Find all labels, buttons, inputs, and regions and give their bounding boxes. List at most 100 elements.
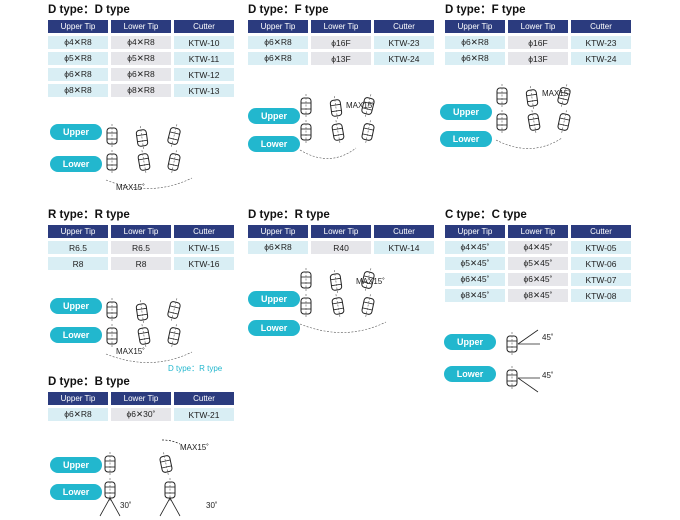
lower-label: Lower bbox=[50, 484, 102, 500]
column-header: Cutter bbox=[374, 225, 434, 238]
lower-tip-icon bbox=[137, 150, 151, 174]
cutter-cell: KTW-06 bbox=[571, 257, 631, 270]
lower-label: Lower bbox=[248, 136, 300, 152]
lower-label: Lower bbox=[440, 131, 492, 147]
column-header: Cutter bbox=[374, 20, 434, 33]
lower-tip-cell: ϕ8✕R8 bbox=[111, 84, 171, 97]
section-title: D type：B type bbox=[48, 376, 130, 388]
lower-tip-icon bbox=[300, 120, 312, 144]
section-title: C type：C type bbox=[445, 209, 527, 221]
section-title: D type：R type bbox=[248, 209, 330, 221]
upper-tip-icon bbox=[525, 86, 539, 110]
tip-alignment-diagram: MAX15˚ bbox=[495, 84, 571, 149]
lower-tip-icon bbox=[106, 324, 118, 348]
lower-label: Lower bbox=[248, 320, 300, 336]
column-header: Lower Tip bbox=[508, 225, 568, 238]
upper-tip-cell: R8 bbox=[48, 257, 108, 270]
lower-tip-icon bbox=[496, 110, 508, 134]
column-header: Lower Tip bbox=[111, 392, 171, 405]
lower-tip-cell: R6.5 bbox=[111, 241, 171, 254]
lower-tip-cell: ϕ13F bbox=[508, 52, 568, 65]
cutter-cell: KTW-24 bbox=[374, 52, 434, 65]
tip-alignment-diagram: MAX15˚ bbox=[299, 94, 375, 159]
upper-label: Upper bbox=[50, 298, 102, 314]
lower-tip-icon bbox=[331, 294, 345, 318]
lower-tip-icon bbox=[167, 150, 181, 174]
angle-annotation: 45˚ bbox=[542, 333, 554, 342]
upper-tip-cell: ϕ5✕R8 bbox=[48, 52, 108, 65]
upper-tip-icon bbox=[167, 124, 181, 148]
upper-label: Upper bbox=[248, 108, 300, 124]
lower-tip-cell: ϕ6✕30˚ bbox=[111, 408, 171, 421]
lower-label: Lower bbox=[444, 366, 496, 382]
angle-annotation: 45˚ bbox=[542, 371, 554, 380]
column-header: Upper Tip bbox=[248, 20, 308, 33]
cutter-cell: KTW-14 bbox=[374, 241, 434, 254]
column-header: Cutter bbox=[174, 392, 234, 405]
column-header: Upper Tip bbox=[48, 20, 108, 33]
upper-tip-icon bbox=[329, 96, 343, 120]
upper-tip-icon bbox=[159, 452, 173, 476]
table-row: ϕ6✕45˚ϕ6✕45˚KTW-07 bbox=[445, 273, 631, 286]
upper-label: Upper bbox=[248, 291, 300, 307]
lower-tip-cell: ϕ13F bbox=[311, 52, 371, 65]
cutter-cell: KTW-10 bbox=[174, 36, 234, 49]
lower-label: Lower bbox=[50, 156, 102, 172]
table-row: ϕ4✕45˚ϕ4✕45˚KTW-05 bbox=[445, 241, 631, 254]
angle-annotation: MAX15˚ bbox=[116, 183, 145, 192]
column-header: Cutter bbox=[174, 20, 234, 33]
upper-tip-cell: ϕ4✕45˚ bbox=[445, 241, 505, 254]
column-header: Cutter bbox=[571, 20, 631, 33]
cutter-cell: KTW-07 bbox=[571, 273, 631, 286]
upper-tip-icon bbox=[167, 298, 181, 322]
column-header: Lower Tip bbox=[111, 225, 171, 238]
column-header: Lower Tip bbox=[311, 20, 371, 33]
upper-tip-cell: ϕ6✕R8 bbox=[248, 241, 308, 254]
angle-annotation: MAX15˚ bbox=[356, 277, 385, 286]
diagram-caption: D type：R type bbox=[168, 364, 223, 373]
column-header: Upper Tip bbox=[445, 225, 505, 238]
lower-tip-cell: R40 bbox=[311, 241, 371, 254]
lower-tip-cell: ϕ16F bbox=[311, 36, 371, 49]
column-header: Cutter bbox=[571, 225, 631, 238]
lower-tip-cell: ϕ4✕R8 bbox=[111, 36, 171, 49]
lower-tip-icon bbox=[167, 324, 181, 348]
upper-tip-icon bbox=[135, 300, 149, 324]
upper-tip-cell: ϕ8✕R8 bbox=[48, 84, 108, 97]
cutter-cell: KTW-16 bbox=[174, 257, 234, 270]
upper-tip-icon bbox=[106, 124, 118, 148]
section-title: D type：F type bbox=[445, 4, 526, 16]
upper-tip-icon bbox=[361, 94, 375, 118]
upper-tip-icon bbox=[496, 84, 508, 108]
upper-tip-cell: ϕ6✕R8 bbox=[445, 52, 505, 65]
cutter-cell: KTW-08 bbox=[571, 289, 631, 302]
upper-tip-cell: ϕ4✕R8 bbox=[48, 36, 108, 49]
lower-tip-icon bbox=[361, 120, 375, 144]
column-header: Upper Tip bbox=[48, 225, 108, 238]
cutter-cell: KTW-15 bbox=[174, 241, 234, 254]
upper-label: Upper bbox=[50, 124, 102, 140]
tip-alignment-diagram: 45˚ 45˚ bbox=[506, 329, 554, 393]
upper-tip-icon bbox=[106, 298, 118, 322]
